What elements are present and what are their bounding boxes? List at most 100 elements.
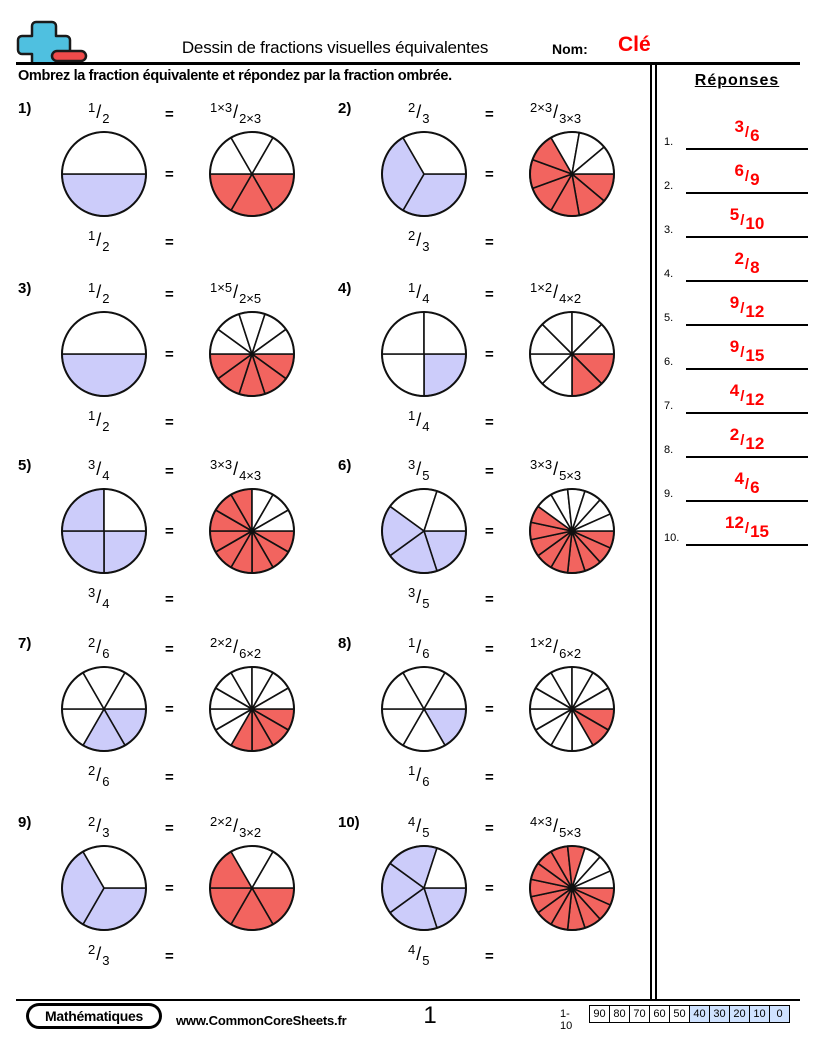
score-box[interactable]: 90 bbox=[589, 1005, 610, 1023]
name-value: Clé bbox=[618, 33, 651, 56]
equals-sign-middle: = bbox=[165, 523, 174, 540]
source-pie-chart[interactable] bbox=[60, 844, 148, 932]
source-pie-chart[interactable] bbox=[380, 487, 468, 575]
source-fraction: 1/6 bbox=[408, 635, 430, 661]
source-pie-chart[interactable] bbox=[60, 665, 148, 753]
source-pie-chart[interactable] bbox=[380, 665, 468, 753]
answer-row: 1.3/6 bbox=[662, 106, 812, 150]
pie-outline bbox=[209, 311, 295, 397]
answer-blank-line[interactable] bbox=[686, 368, 808, 370]
source-pie-chart[interactable] bbox=[60, 487, 148, 575]
score-box[interactable]: 70 bbox=[629, 1005, 650, 1023]
equivalent-pie-chart[interactable] bbox=[208, 665, 296, 753]
problem-7: 7)2/6=2×2/6×2=2/6= bbox=[10, 633, 330, 811]
equivalent-pie-chart[interactable] bbox=[528, 130, 616, 218]
problem-2: 2)2/3=2×3/3×3=2/3= bbox=[330, 98, 650, 276]
equals-sign-answer: = bbox=[485, 948, 494, 965]
equals-sign-middle: = bbox=[485, 880, 494, 897]
bottom-source-fraction: 3/5 bbox=[408, 585, 430, 611]
source-pie-chart[interactable] bbox=[380, 130, 468, 218]
source-pie-chart[interactable] bbox=[380, 310, 468, 398]
source-fraction: 1/2 bbox=[88, 280, 110, 306]
equals-sign-top: = bbox=[165, 463, 174, 480]
answer-value: 12/15 bbox=[724, 513, 769, 541]
equivalent-pie-chart[interactable] bbox=[208, 310, 296, 398]
equals-sign-middle: = bbox=[485, 523, 494, 540]
answer-blank-line[interactable] bbox=[686, 236, 808, 238]
score-box[interactable]: 30 bbox=[709, 1005, 730, 1023]
equals-sign-middle: = bbox=[485, 701, 494, 718]
equivalent-pie-chart[interactable] bbox=[208, 130, 296, 218]
answer-index: 8. bbox=[664, 444, 674, 456]
pie-slice[interactable] bbox=[61, 311, 147, 355]
answer-blank-line[interactable] bbox=[686, 412, 808, 414]
answer-index: 3. bbox=[664, 224, 674, 236]
score-box[interactable]: 80 bbox=[609, 1005, 630, 1023]
expanded-fraction: 1×3/2×3 bbox=[210, 100, 262, 126]
name-label: Nom: bbox=[552, 41, 588, 57]
score-box[interactable]: 60 bbox=[649, 1005, 670, 1023]
answer-blank-line[interactable] bbox=[686, 148, 808, 150]
equivalent-pie-chart[interactable] bbox=[528, 665, 616, 753]
problem-number: 5) bbox=[18, 457, 32, 474]
pie-slice[interactable] bbox=[61, 173, 147, 217]
equals-sign-middle: = bbox=[165, 346, 174, 363]
pie-outline bbox=[61, 488, 147, 574]
equals-sign-top: = bbox=[485, 641, 494, 658]
equivalent-pie-chart[interactable] bbox=[528, 310, 616, 398]
source-pie-chart[interactable] bbox=[380, 844, 468, 932]
equals-sign-answer: = bbox=[165, 948, 174, 965]
pie-outline bbox=[61, 666, 147, 752]
score-box[interactable]: 40 bbox=[689, 1005, 710, 1023]
equivalent-pie-chart[interactable] bbox=[528, 487, 616, 575]
equals-sign-middle: = bbox=[485, 346, 494, 363]
source-fraction: 2/6 bbox=[88, 635, 110, 661]
answer-blank-line[interactable] bbox=[686, 456, 808, 458]
problem-6: 6)3/5=3×3/5×3=3/5= bbox=[330, 455, 650, 633]
source-pie-chart[interactable] bbox=[60, 310, 148, 398]
answer-blank-line[interactable] bbox=[686, 324, 808, 326]
answer-blank-line[interactable] bbox=[686, 280, 808, 282]
answer-value: 3/6 bbox=[734, 117, 760, 145]
score-box[interactable]: 50 bbox=[669, 1005, 690, 1023]
equivalent-pie-chart[interactable] bbox=[208, 844, 296, 932]
brand-label: Mathématiques bbox=[29, 1006, 159, 1026]
answer-blank-line[interactable] bbox=[686, 500, 808, 502]
answer-index: 4. bbox=[664, 268, 674, 280]
equals-sign-top: = bbox=[485, 106, 494, 123]
problem-1: 1)1/2=1×3/2×3=1/2= bbox=[10, 98, 330, 276]
problem-number: 7) bbox=[18, 635, 32, 652]
score-box[interactable]: 0 bbox=[769, 1005, 790, 1023]
source-fraction: 2/3 bbox=[408, 100, 430, 126]
problem-number: 4) bbox=[338, 280, 352, 297]
bottom-source-fraction: 2/3 bbox=[88, 942, 110, 968]
answer-row: 2.6/9 bbox=[662, 150, 812, 194]
source-fraction: 2/3 bbox=[88, 814, 110, 840]
answer-value: 4/6 bbox=[734, 469, 760, 497]
score-box[interactable]: 10 bbox=[749, 1005, 770, 1023]
answer-blank-line[interactable] bbox=[686, 544, 808, 546]
problem-3: 3)1/2=1×5/2×5=1/2= bbox=[10, 278, 330, 456]
pie-outline bbox=[529, 845, 615, 931]
pie-outline bbox=[381, 845, 467, 931]
answer-value: 6/9 bbox=[734, 161, 760, 189]
pie-slice[interactable] bbox=[61, 353, 147, 397]
score-scale-label: 1-10 bbox=[560, 1008, 573, 1032]
pie-outline bbox=[209, 666, 295, 752]
equivalent-pie-chart[interactable] bbox=[208, 487, 296, 575]
bottom-source-fraction: 2/6 bbox=[88, 763, 110, 789]
equals-sign-answer: = bbox=[165, 414, 174, 431]
score-box[interactable]: 20 bbox=[729, 1005, 750, 1023]
page-header: Dessin de fractions visuelles équivalent… bbox=[0, 0, 816, 70]
bottom-source-fraction: 1/6 bbox=[408, 763, 430, 789]
pie-outline bbox=[61, 845, 147, 931]
source-fraction: 4/5 bbox=[408, 814, 430, 840]
problem-number: 10) bbox=[338, 814, 360, 831]
answer-row: 6.9/15 bbox=[662, 326, 812, 370]
answer-blank-line[interactable] bbox=[686, 192, 808, 194]
pie-slice[interactable] bbox=[61, 131, 147, 175]
source-pie-chart[interactable] bbox=[60, 130, 148, 218]
equivalent-pie-chart[interactable] bbox=[528, 844, 616, 932]
equals-sign-top: = bbox=[165, 286, 174, 303]
